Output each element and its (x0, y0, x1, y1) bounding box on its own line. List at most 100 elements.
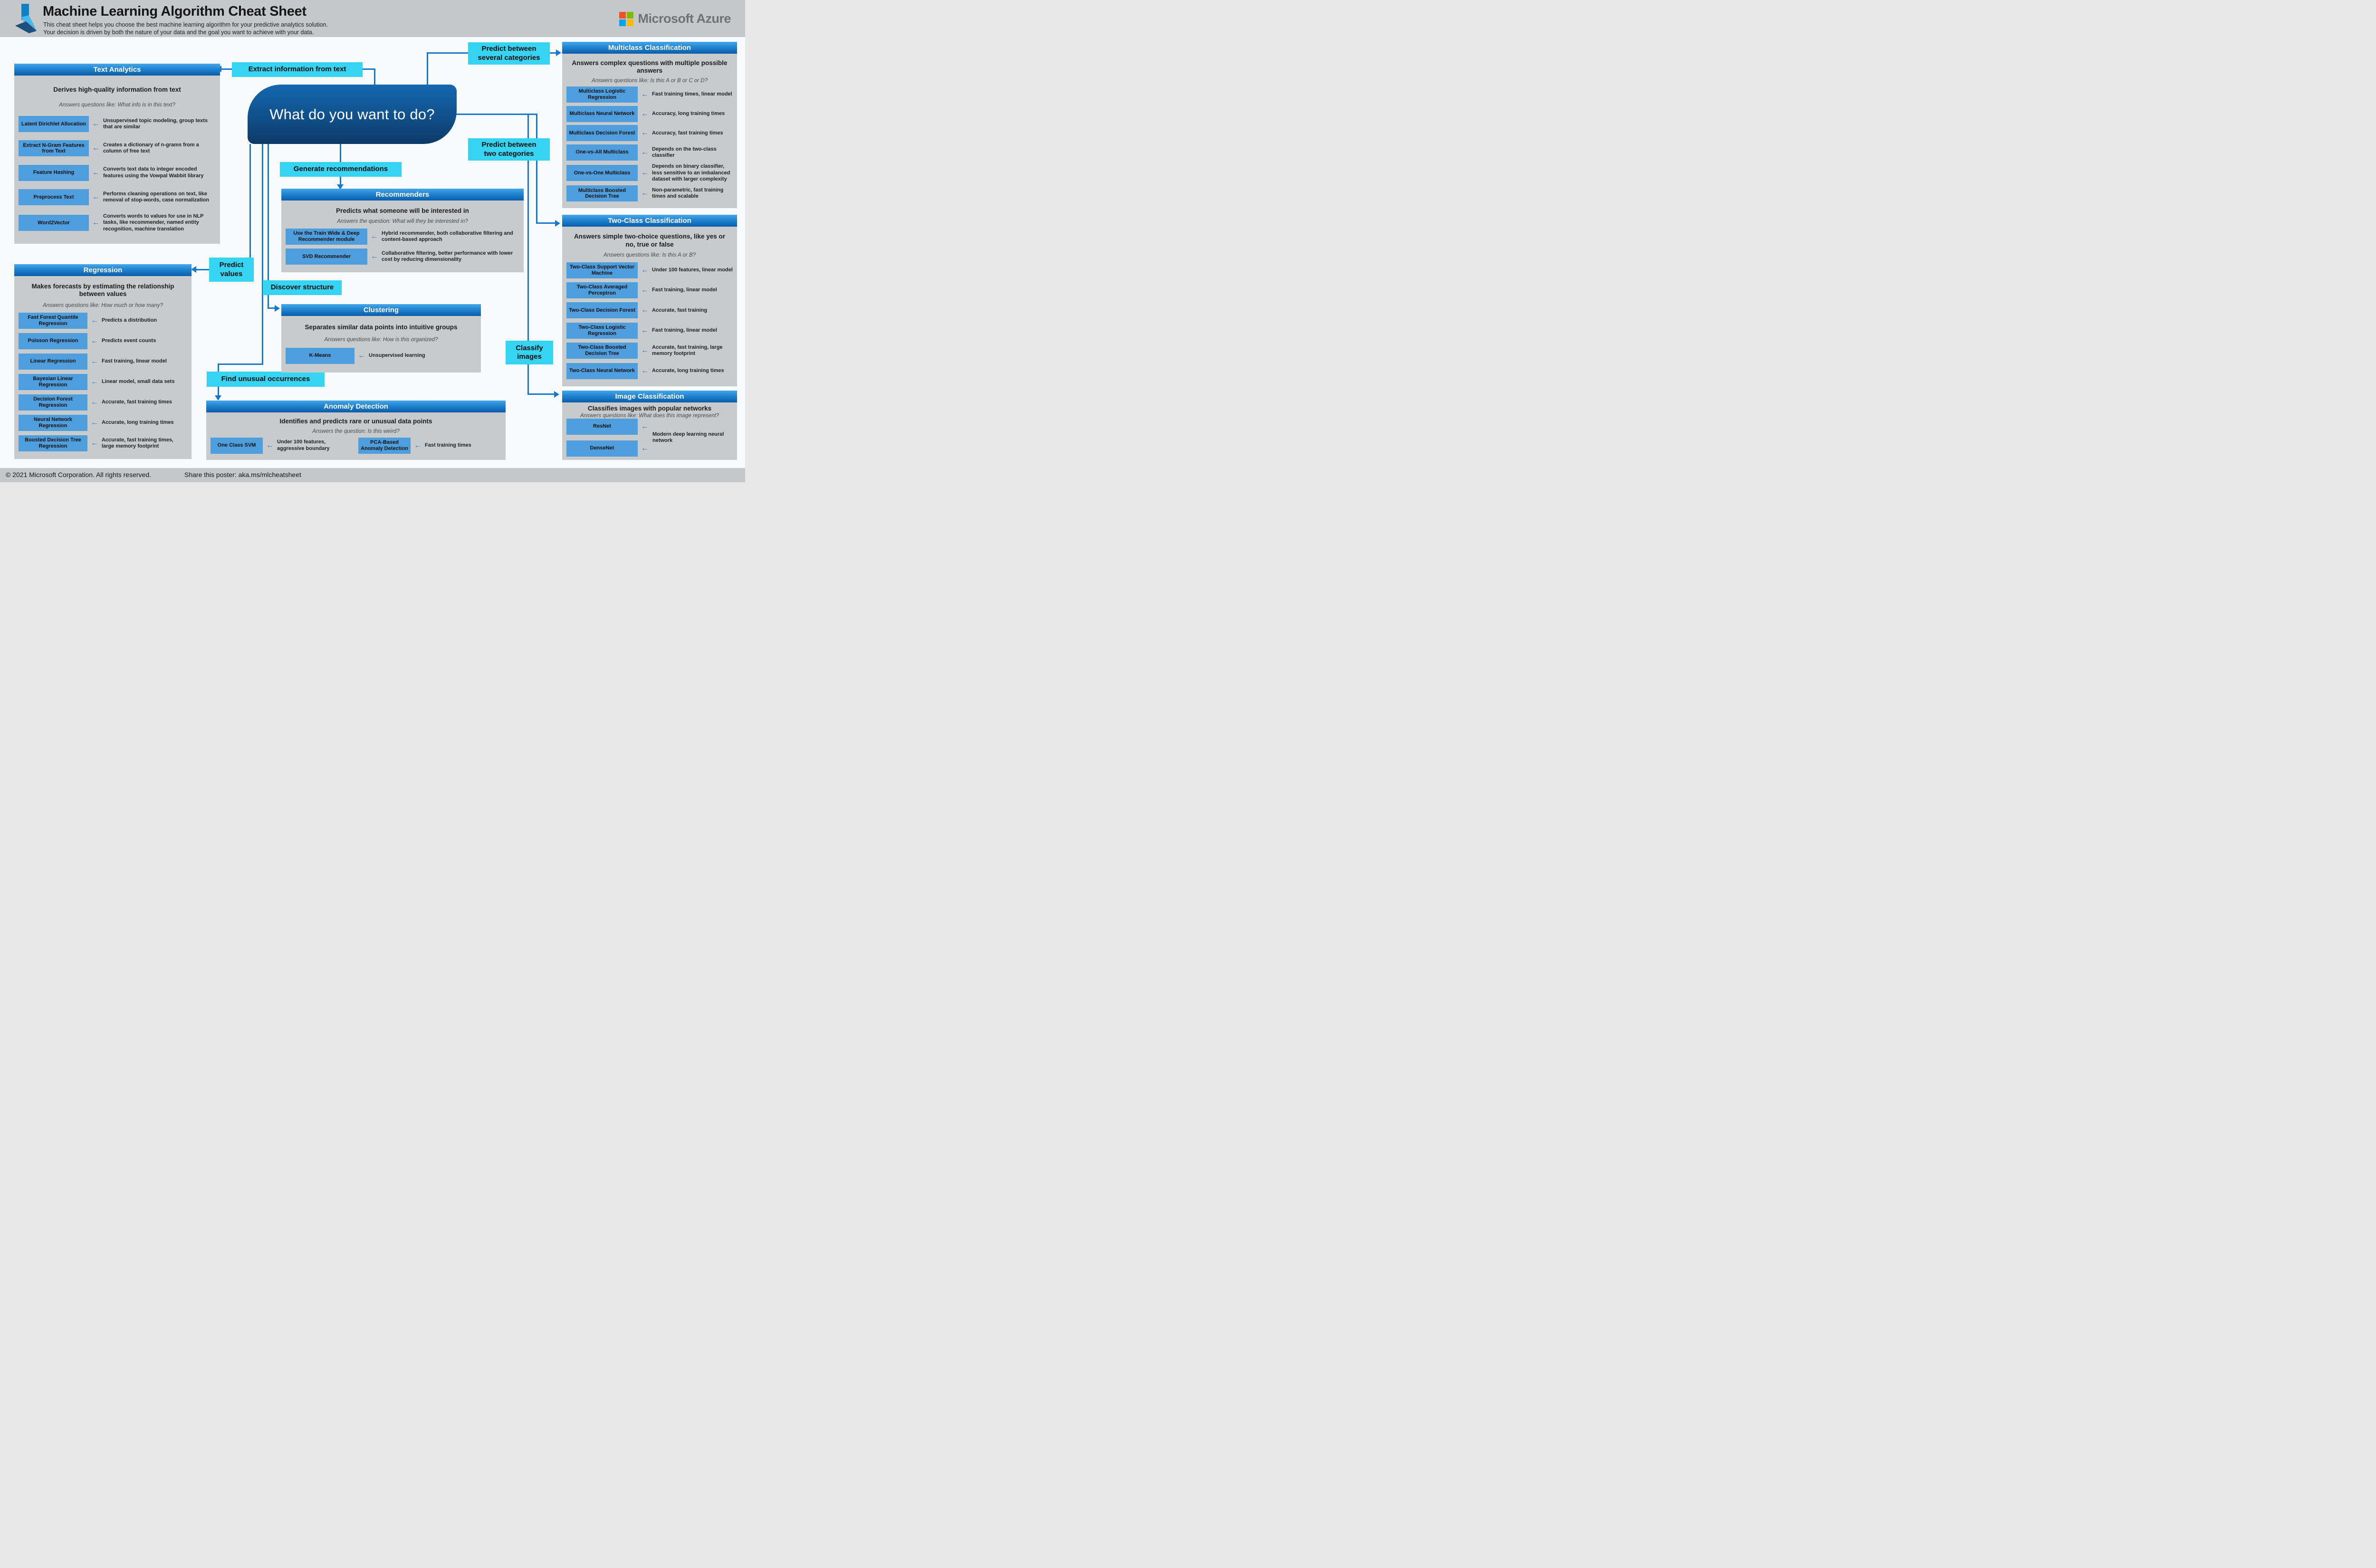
algorithm-note: Predicts event counts (102, 338, 156, 344)
algorithm-button-one-vs-one-multiclass[interactable]: One-vs-One Multiclass (566, 165, 638, 182)
algorithm-note: Accurate, long training times (102, 420, 174, 426)
panel-image-classification: Image Classification Classifies images w… (562, 391, 737, 460)
algorithm-button-decision-forest-regression[interactable]: Decision Forest Regression (19, 394, 87, 411)
algorithm-note: Creates a dictionary of n-grams from a c… (103, 142, 199, 154)
algorithm-button-multiclass-boosted-decision-tree[interactable]: Multiclass Boosted Decision Tree (566, 185, 638, 202)
panel-question: Answers questions like: Is this A or B? (603, 252, 696, 258)
algorithm-button-resnet[interactable]: ResNet (566, 418, 638, 435)
panel-clustering: Clustering Separates similar data points… (281, 304, 481, 373)
connector-line (268, 307, 276, 309)
algorithm-note: Unsupervised topic modeling, group texts… (103, 117, 208, 130)
page-subtitle: This cheat sheet helps you choose the be… (43, 21, 328, 36)
algorithm-row: Multiclass Decision Forest←Accuracy, fas… (566, 125, 733, 142)
left-arrow-icon: ← (266, 441, 274, 449)
left-arrow-icon: ← (371, 252, 378, 261)
algorithm-row: Latent Dirichlet Allocation←Unsupervised… (19, 116, 216, 133)
panel-title: Regression (14, 264, 192, 276)
panel-question: Answers the question: What will they be … (337, 219, 468, 225)
algorithm-note: Accuracy, long training times (652, 111, 725, 117)
algorithm-button-two-class-decision-forest[interactable]: Two-Class Decision Forest (566, 302, 638, 319)
algorithm-button-use-the-train-wide-deep-recommender-module[interactable]: Use the Train Wide & Deep Recommender mo… (286, 228, 367, 245)
algorithm-button-preprocess-text[interactable]: Preprocess Text (19, 189, 89, 205)
algorithm-note: Accurate, fast training times, large mem… (102, 437, 173, 449)
left-arrow-icon: ← (641, 286, 649, 294)
algorithm-button-densenet[interactable]: DenseNet (566, 440, 638, 457)
left-arrow-icon: ← (92, 192, 100, 201)
panel-recommenders: Recommenders Predicts what someone will … (281, 189, 524, 272)
algorithm-note: Accuracy, fast training times (652, 130, 723, 136)
algorithm-button-two-class-support-vector-machine[interactable]: Two-Class Support Vector Machine (566, 262, 638, 278)
algorithm-button-bayesian-linear-regression[interactable]: Bayesian Linear Regression (19, 373, 87, 390)
algorithm-row: PCA-Based Anomaly Detection←Fast trainin… (358, 437, 501, 454)
left-arrow-icon: ← (91, 316, 98, 325)
algorithm-button-svd-recommender[interactable]: SVD Recommender (286, 249, 367, 265)
ms-square-blue (619, 19, 626, 26)
panel-description: Answers complex questions with multiple … (572, 59, 728, 74)
algorithm-button-fast-forest-quantile-regression[interactable]: Fast Forest Quantile Regression (19, 312, 87, 329)
algorithm-row: Word2Vector←Converts words to values for… (19, 213, 216, 232)
label-classify-images: Classify images (506, 341, 553, 364)
left-arrow-icon: ← (641, 109, 649, 118)
connector-line (218, 363, 263, 365)
algorithm-row: Boosted Decision Tree Regression←Accurat… (19, 435, 187, 451)
algorithm-button-multiclass-neural-network[interactable]: Multiclass Neural Network (566, 105, 638, 122)
panel-description: Separates similar data points into intui… (305, 324, 458, 331)
left-arrow-icon: ← (641, 422, 649, 430)
ml-cheat-sheet-poster: Machine Learning Algorithm Cheat Sheet T… (0, 0, 745, 482)
algorithm-button-poisson-regression[interactable]: Poisson Regression (19, 333, 87, 349)
arrowhead-into-image-classification (554, 391, 559, 398)
algorithm-button-k-means[interactable]: K-Means (286, 347, 354, 364)
algorithm-note: Hybrid recommender, both collaborative f… (382, 230, 513, 242)
algorithm-button-boosted-decision-tree-regression[interactable]: Boosted Decision Tree Regression (19, 435, 87, 451)
ms-square-red (619, 11, 626, 19)
algorithm-button-two-class-boosted-decision-tree[interactable]: Two-Class Boosted Decision Tree (566, 343, 638, 359)
panel-question: Answers questions like: Is this A or B o… (592, 77, 708, 84)
algorithm-button-one-class-svm[interactable]: One Class SVM (211, 437, 263, 454)
algorithm-row-group: One Class SVM←Under 100 features, aggres… (211, 437, 501, 454)
algorithm-button-two-class-logistic-regression[interactable]: Two-Class Logistic Regression (566, 322, 638, 339)
panel-anomaly-detection: Anomaly Detection Identifies and predict… (206, 401, 506, 460)
algorithm-note: Fast training times, linear model (652, 91, 732, 97)
panel-title: Recommenders (281, 189, 524, 201)
algorithm-button-neural-network-regression[interactable]: Neural Network Regression (19, 414, 87, 431)
algorithm-row: Multiclass Logistic Regression←Fast trai… (566, 86, 733, 103)
algorithm-button-word2vector[interactable]: Word2Vector (19, 214, 89, 231)
algorithm-row: Bayesian Linear Regression←Linear model,… (19, 373, 187, 390)
algorithm-button-multiclass-logistic-regression[interactable]: Multiclass Logistic Regression (566, 86, 638, 103)
connector-line (456, 114, 537, 115)
algorithm-button-pca-based-anomaly-detection[interactable]: PCA-Based Anomaly Detection (358, 437, 411, 454)
algorithm-note: Converts text data to integer encoded fe… (103, 166, 204, 179)
algorithm-button-column: ResNet←DenseNet← (566, 418, 649, 457)
microsoft-azure-logo: Microsoft Azure (619, 11, 731, 26)
algorithm-button-linear-regression[interactable]: Linear Regression (19, 353, 87, 370)
algorithm-button-latent-dirichlet-allocation[interactable]: Latent Dirichlet Allocation (19, 116, 89, 133)
label-generate-recommendations: Generate recommendations (280, 162, 402, 177)
connector-line (262, 144, 263, 365)
algorithm-row: Two-Class Support Vector Machine←Under 1… (566, 262, 733, 278)
algorithm-note: Fast training times (425, 442, 471, 448)
algorithm-row: Two-Class Decision Forest←Accurate, fast… (566, 302, 733, 319)
algorithm-button-one-vs-all-multiclass[interactable]: One-vs-All Multiclass (566, 144, 638, 161)
algorithm-row: Two-Class Boosted Decision Tree←Accurate… (566, 343, 733, 359)
algorithm-note: Modern deep learning neural network (652, 431, 724, 443)
algorithm-button-two-class-averaged-perceptron[interactable]: Two-Class Averaged Perceptron (566, 282, 638, 298)
algorithm-row: Poisson Regression←Predicts event counts (19, 333, 187, 349)
panel-description: Classifies images with popular networks (587, 405, 712, 412)
ms-square-yellow (627, 19, 634, 26)
algorithm-button-feature-hashing[interactable]: Feature Hashing (19, 164, 89, 181)
footer-bar (0, 468, 745, 482)
left-arrow-icon: ← (92, 144, 100, 153)
algorithm-button-extract-n-gram-features-from-text[interactable]: Extract N-Gram Features from Text (19, 140, 89, 157)
algorithm-row: One-vs-One Multiclass←Depends on binary … (566, 163, 733, 182)
algorithm-row: Preprocess Text←Performs cleaning operat… (19, 189, 216, 205)
algorithm-row-group: ResNet←DenseNet←Modern deep learning neu… (566, 418, 733, 457)
panel-question: Answers questions like: What does this i… (580, 412, 719, 419)
algorithm-note: Under 100 features, aggressive boundary (277, 439, 330, 451)
label-predict-between-several-categories: Predict between several categories (468, 42, 550, 65)
algorithm-note: Fast training, linear model (102, 358, 167, 364)
algorithm-button-two-class-neural-network[interactable]: Two-Class Neural Network (566, 363, 638, 379)
panel-body: Identifies and predicts rare or unusual … (206, 412, 506, 460)
algorithm-button-multiclass-decision-forest[interactable]: Multiclass Decision Forest (566, 125, 638, 142)
algorithm-row: Decision Forest Regression←Accurate, fas… (19, 394, 187, 411)
